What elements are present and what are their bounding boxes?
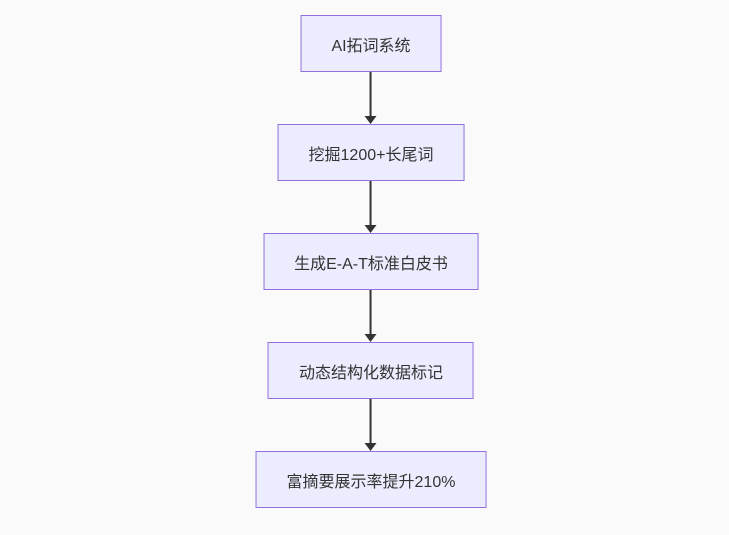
arrowhead-down-icon — [365, 116, 377, 124]
flowchart-node-structured-data: 动态结构化数据标记 — [267, 342, 474, 399]
node-label: AI拓词系统 — [331, 37, 411, 55]
flowchart-node-longtail-keywords: 挖掘1200+长尾词 — [277, 124, 465, 181]
arrow-line — [370, 399, 372, 443]
arrowhead-down-icon — [365, 334, 377, 342]
flowchart-arrow-4 — [365, 399, 377, 451]
flowchart-node-rich-snippet-rate: 富摘要展示率提升210% — [255, 451, 487, 508]
node-label: 挖掘1200+长尾词 — [308, 146, 434, 164]
flowchart-node-eat-whitepaper: 生成E-A-T标准白皮书 — [263, 233, 479, 290]
node-label: 生成E-A-T标准白皮书 — [294, 255, 448, 273]
flowchart-arrow-3 — [365, 290, 377, 342]
arrowhead-down-icon — [365, 443, 377, 451]
arrow-line — [370, 181, 372, 225]
flowchart-arrow-1 — [365, 72, 377, 124]
arrow-line — [370, 290, 372, 334]
node-label: 动态结构化数据标记 — [298, 364, 443, 382]
flowchart: AI拓词系统 挖掘1200+长尾词 生成E-A-T标准白皮书 动态结构化数据标记… — [255, 15, 487, 508]
arrow-line — [370, 72, 372, 116]
arrowhead-down-icon — [365, 225, 377, 233]
node-label: 富摘要展示率提升210% — [286, 473, 456, 491]
flowchart-node-ai-expansion: AI拓词系统 — [300, 15, 442, 72]
flowchart-arrow-2 — [365, 181, 377, 233]
